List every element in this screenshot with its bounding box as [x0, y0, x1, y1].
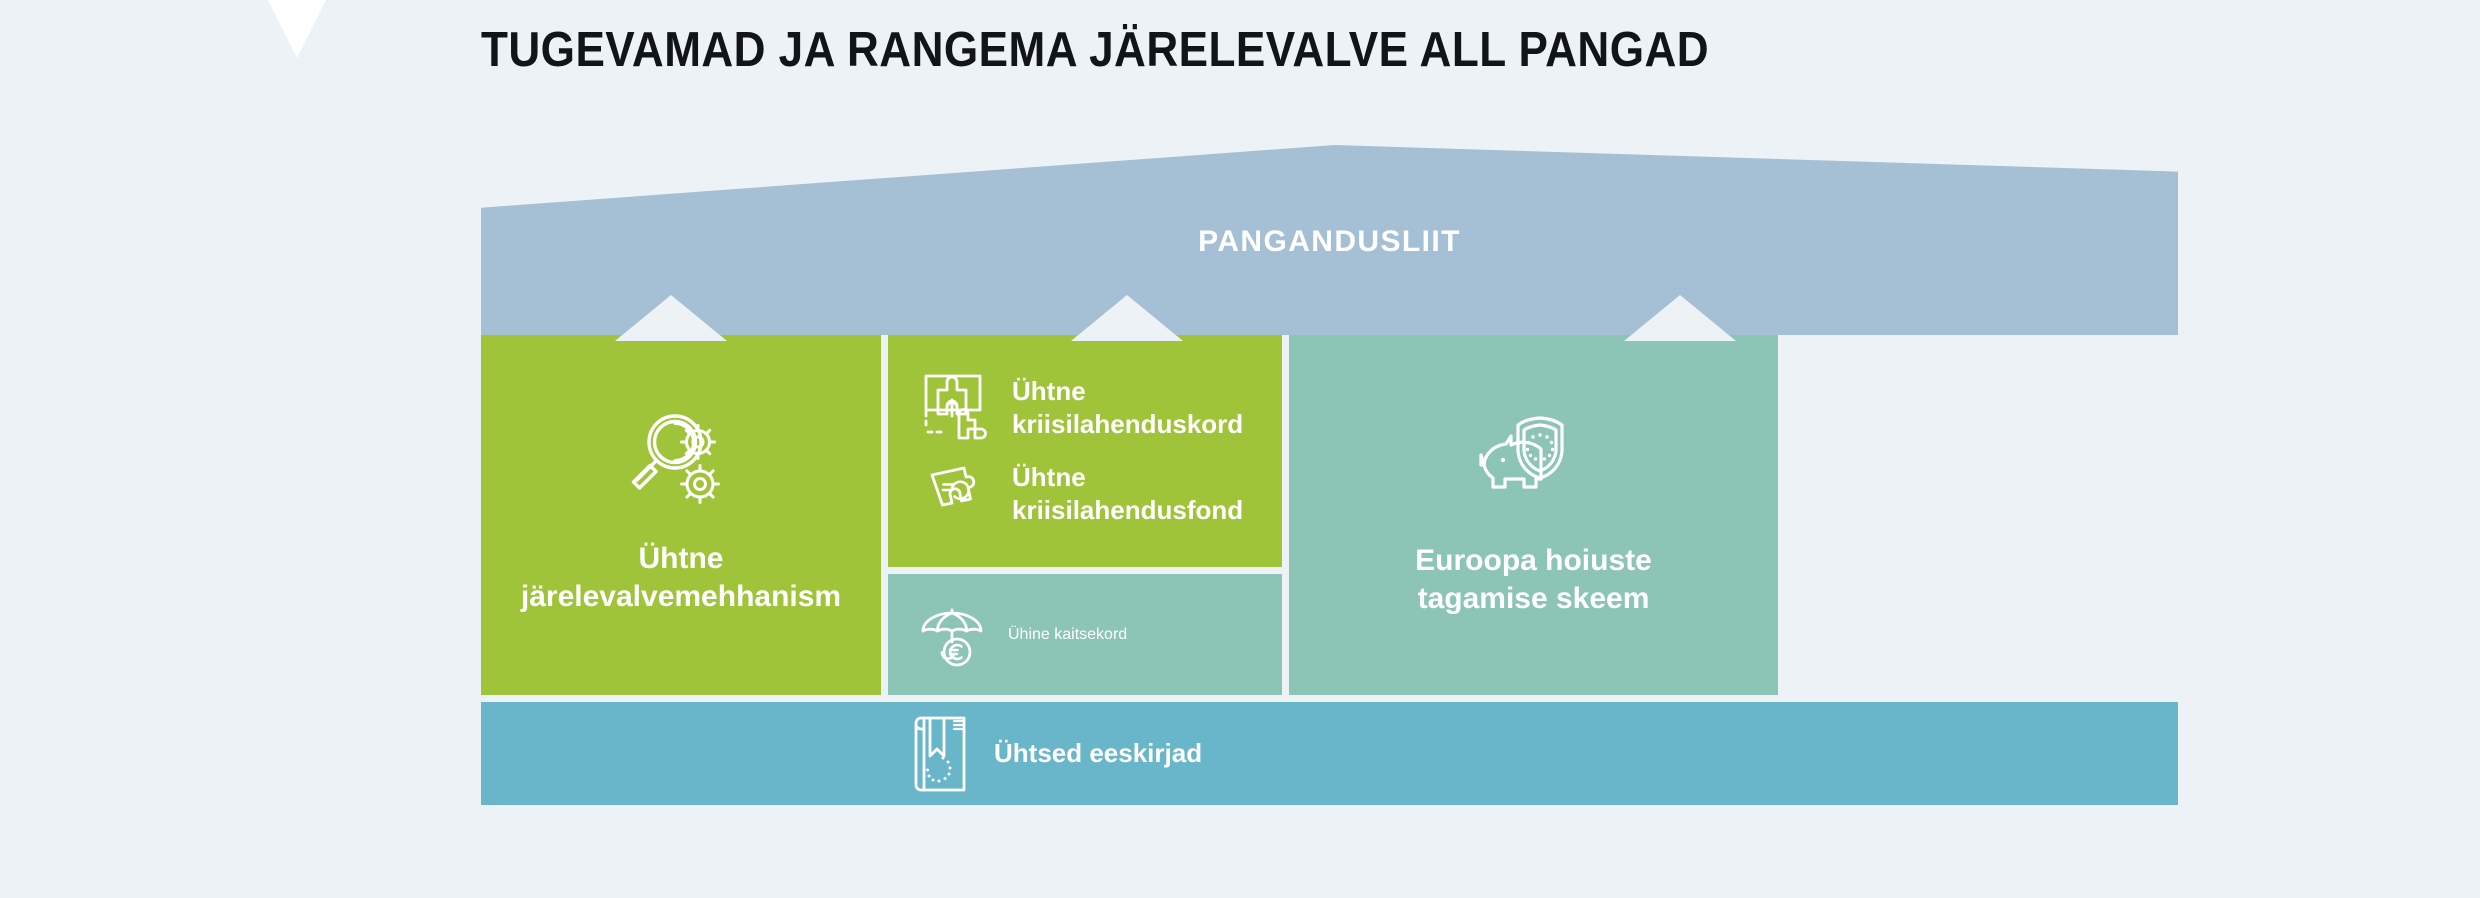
pillar-supervision-label-line2: järelevalvemehhanism — [520, 580, 842, 613]
pillar-deposit-label-line1: Euroopa hoiuste — [1415, 543, 1652, 577]
puzzle-piece-euro-icon — [916, 458, 990, 530]
item-resolution-fund-label-line1: Ühtne — [1012, 462, 1086, 493]
pillar-notch-left — [615, 295, 727, 341]
foundation-label: Ühtsed eeskirjad — [994, 738, 1203, 768]
item-common-backstop[interactable]: Ühine kaitsekord — [888, 574, 1282, 695]
piggy-bank-eu-shield-icon — [1478, 406, 1590, 516]
foundation-single-rulebook[interactable]: Ühtsed eeskirjad — [481, 702, 2178, 805]
pillar-single-resolution: Ühtne kriisilahenduskord — [888, 335, 1282, 695]
pillar-notch-right — [1624, 295, 1736, 341]
puzzle-piece-move-icon — [916, 372, 990, 444]
roof-label: PANGANDUSLIIT — [1198, 225, 1461, 258]
resolution-green-block: Ühtne kriisilahenduskord — [888, 335, 1282, 567]
book-eu-stars-icon — [906, 713, 974, 795]
roof-banking-union: PANGANDUSLIIT — [481, 145, 2178, 341]
item-resolution-mechanism-label-line1: Ühtne — [1012, 376, 1086, 407]
banking-union-house-diagram: PANGANDUSLIIT — [481, 145, 2178, 805]
pillar-supervision-label: Ühtne järelevalvemehhanism — [521, 540, 841, 616]
item-single-resolution-fund[interactable]: Ühtne kriisilahendusfond — [916, 458, 1264, 530]
umbrella-euro-icon — [916, 600, 988, 670]
pillar-european-deposit-insurance[interactable]: Euroopa hoiuste tagamise skeem — [1289, 335, 1778, 695]
pillar-supervision-label-line1: Ühtne — [638, 541, 724, 575]
pillar-single-supervisory-mechanism[interactable]: Ühtne järelevalvemehhanism — [481, 335, 881, 695]
item-single-resolution-mechanism[interactable]: Ühtne kriisilahenduskord — [916, 372, 1264, 444]
item-resolution-mechanism-label: Ühtne kriisilahenduskord — [1012, 375, 1243, 441]
item-resolution-fund-label-line2: kriisilahendusfond — [1012, 495, 1244, 525]
pillar-deposit-label-line2: tagamise skeem — [1417, 582, 1650, 615]
pillar-row: Ühtne järelevalvemehhanism — [481, 335, 2178, 695]
page-title: TUGEVAMAD JA RANGEMA JÄRELEVALVE ALL PAN… — [481, 23, 1710, 77]
item-common-backstop-label: Ühine kaitsekord — [1008, 625, 1128, 643]
item-resolution-fund-label: Ühtne kriisilahendusfond — [1012, 461, 1243, 527]
pillar-deposit-label: Euroopa hoiuste tagamise skeem — [1415, 542, 1652, 618]
pillar-notch-middle — [1071, 295, 1183, 341]
item-resolution-mechanism-label-line2: kriisilahenduskord — [1012, 409, 1244, 439]
decorative-triangle — [237, 0, 357, 58]
magnifier-gears-icon — [623, 408, 739, 514]
